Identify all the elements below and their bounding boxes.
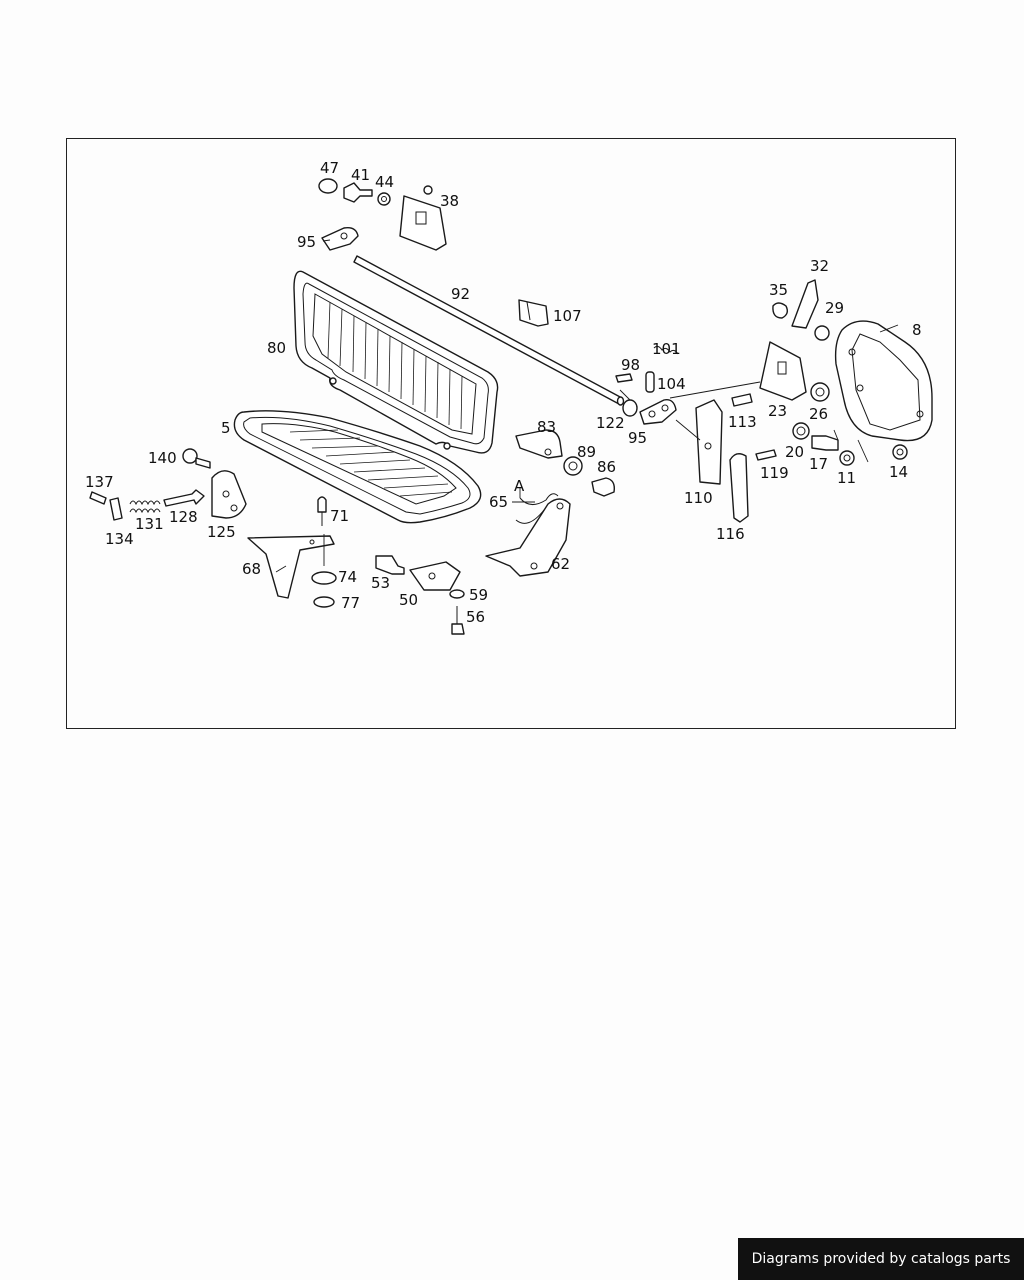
callout-83: 83: [537, 418, 556, 436]
clip: [518, 299, 549, 327]
callout-53: 53: [371, 574, 390, 592]
callout-128: 128: [169, 508, 198, 526]
callout-134: 134: [105, 530, 134, 548]
callout-20: 20: [785, 443, 804, 461]
callout-38: 38: [440, 192, 459, 210]
callout-26: 26: [809, 405, 828, 423]
callout-41: 41: [351, 166, 370, 184]
callout-44: 44: [375, 173, 394, 191]
callout-107: 107: [553, 307, 582, 325]
exploded-parts-diagram: 47 41 44 38 95 92 107 32 35 29 8 80 98 1…: [85, 159, 933, 635]
callout-119: 119: [760, 464, 789, 482]
lower-bracket-parts: [247, 493, 571, 635]
callout-125: 125: [207, 523, 236, 541]
callout-32: 32: [810, 257, 829, 275]
callout-35: 35: [769, 281, 788, 299]
callout-86: 86: [597, 458, 616, 476]
callout-140: 140: [148, 449, 177, 467]
section-marker: A: [514, 477, 525, 495]
callout-95-top: 95: [297, 233, 316, 251]
callout-131: 131: [135, 515, 164, 533]
callout-5: 5: [221, 419, 231, 437]
callout-113: 113: [728, 413, 757, 431]
left-parts: [89, 448, 327, 526]
callout-77: 77: [341, 594, 360, 612]
callout-50: 50: [399, 591, 418, 609]
callout-101: 101: [652, 340, 681, 358]
callout-62: 62: [551, 555, 570, 573]
callout-23: 23: [768, 402, 787, 420]
callout-11: 11: [837, 469, 856, 487]
callout-56: 56: [466, 608, 485, 626]
callout-110: 110: [684, 489, 713, 507]
callout-98: 98: [621, 356, 640, 374]
leader-lines: [275, 239, 899, 573]
callout-59: 59: [469, 586, 488, 604]
lever-parts: [695, 399, 908, 523]
seat-back-frame: [293, 270, 499, 454]
callout-68: 68: [242, 560, 261, 578]
callout-89: 89: [577, 443, 596, 461]
callout-65: 65: [489, 493, 508, 511]
callout-17: 17: [809, 455, 828, 473]
callout-116: 116: [716, 525, 745, 543]
seat-cushion-frame: [233, 410, 482, 524]
callout-80: 80: [267, 339, 286, 357]
callout-95-right: 95: [628, 429, 647, 447]
top-hinge-parts: [318, 178, 447, 251]
callout-74: 74: [338, 568, 357, 586]
callout-104: 104: [657, 375, 686, 393]
right-mechanism: [615, 279, 933, 442]
callout-29: 29: [825, 299, 844, 317]
footer-credit-text: Diagrams provided by catalogs parts: [751, 1251, 1011, 1267]
callout-8: 8: [912, 321, 922, 339]
callout-14: 14: [889, 463, 908, 481]
latch-parts: [515, 429, 616, 497]
callout-47: 47: [320, 159, 339, 177]
callout-137: 137: [85, 473, 114, 491]
callout-122: 122: [596, 414, 625, 432]
footer-credit-badge: Diagrams provided by catalogs parts: [738, 1238, 1024, 1280]
callout-92: 92: [451, 285, 470, 303]
callout-71: 71: [330, 507, 349, 525]
callout-labels: 47 41 44 38 95 92 107 32 35 29 8 80 98 1…: [85, 159, 922, 626]
shaft: [353, 255, 625, 406]
